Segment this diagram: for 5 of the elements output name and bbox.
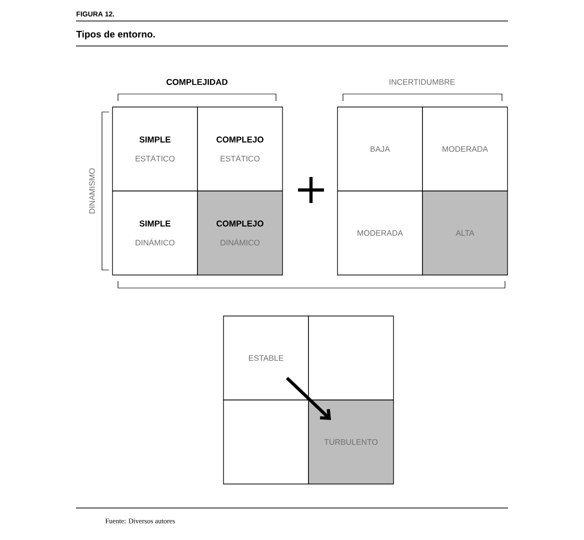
- grid-cell: [223, 400, 309, 484]
- axis-label: COMPLEJIDAD: [166, 79, 228, 85]
- grid-cell: [308, 316, 394, 400]
- arrow: [286, 376, 331, 420]
- title: Tipos de entorno.: [76, 30, 155, 40]
